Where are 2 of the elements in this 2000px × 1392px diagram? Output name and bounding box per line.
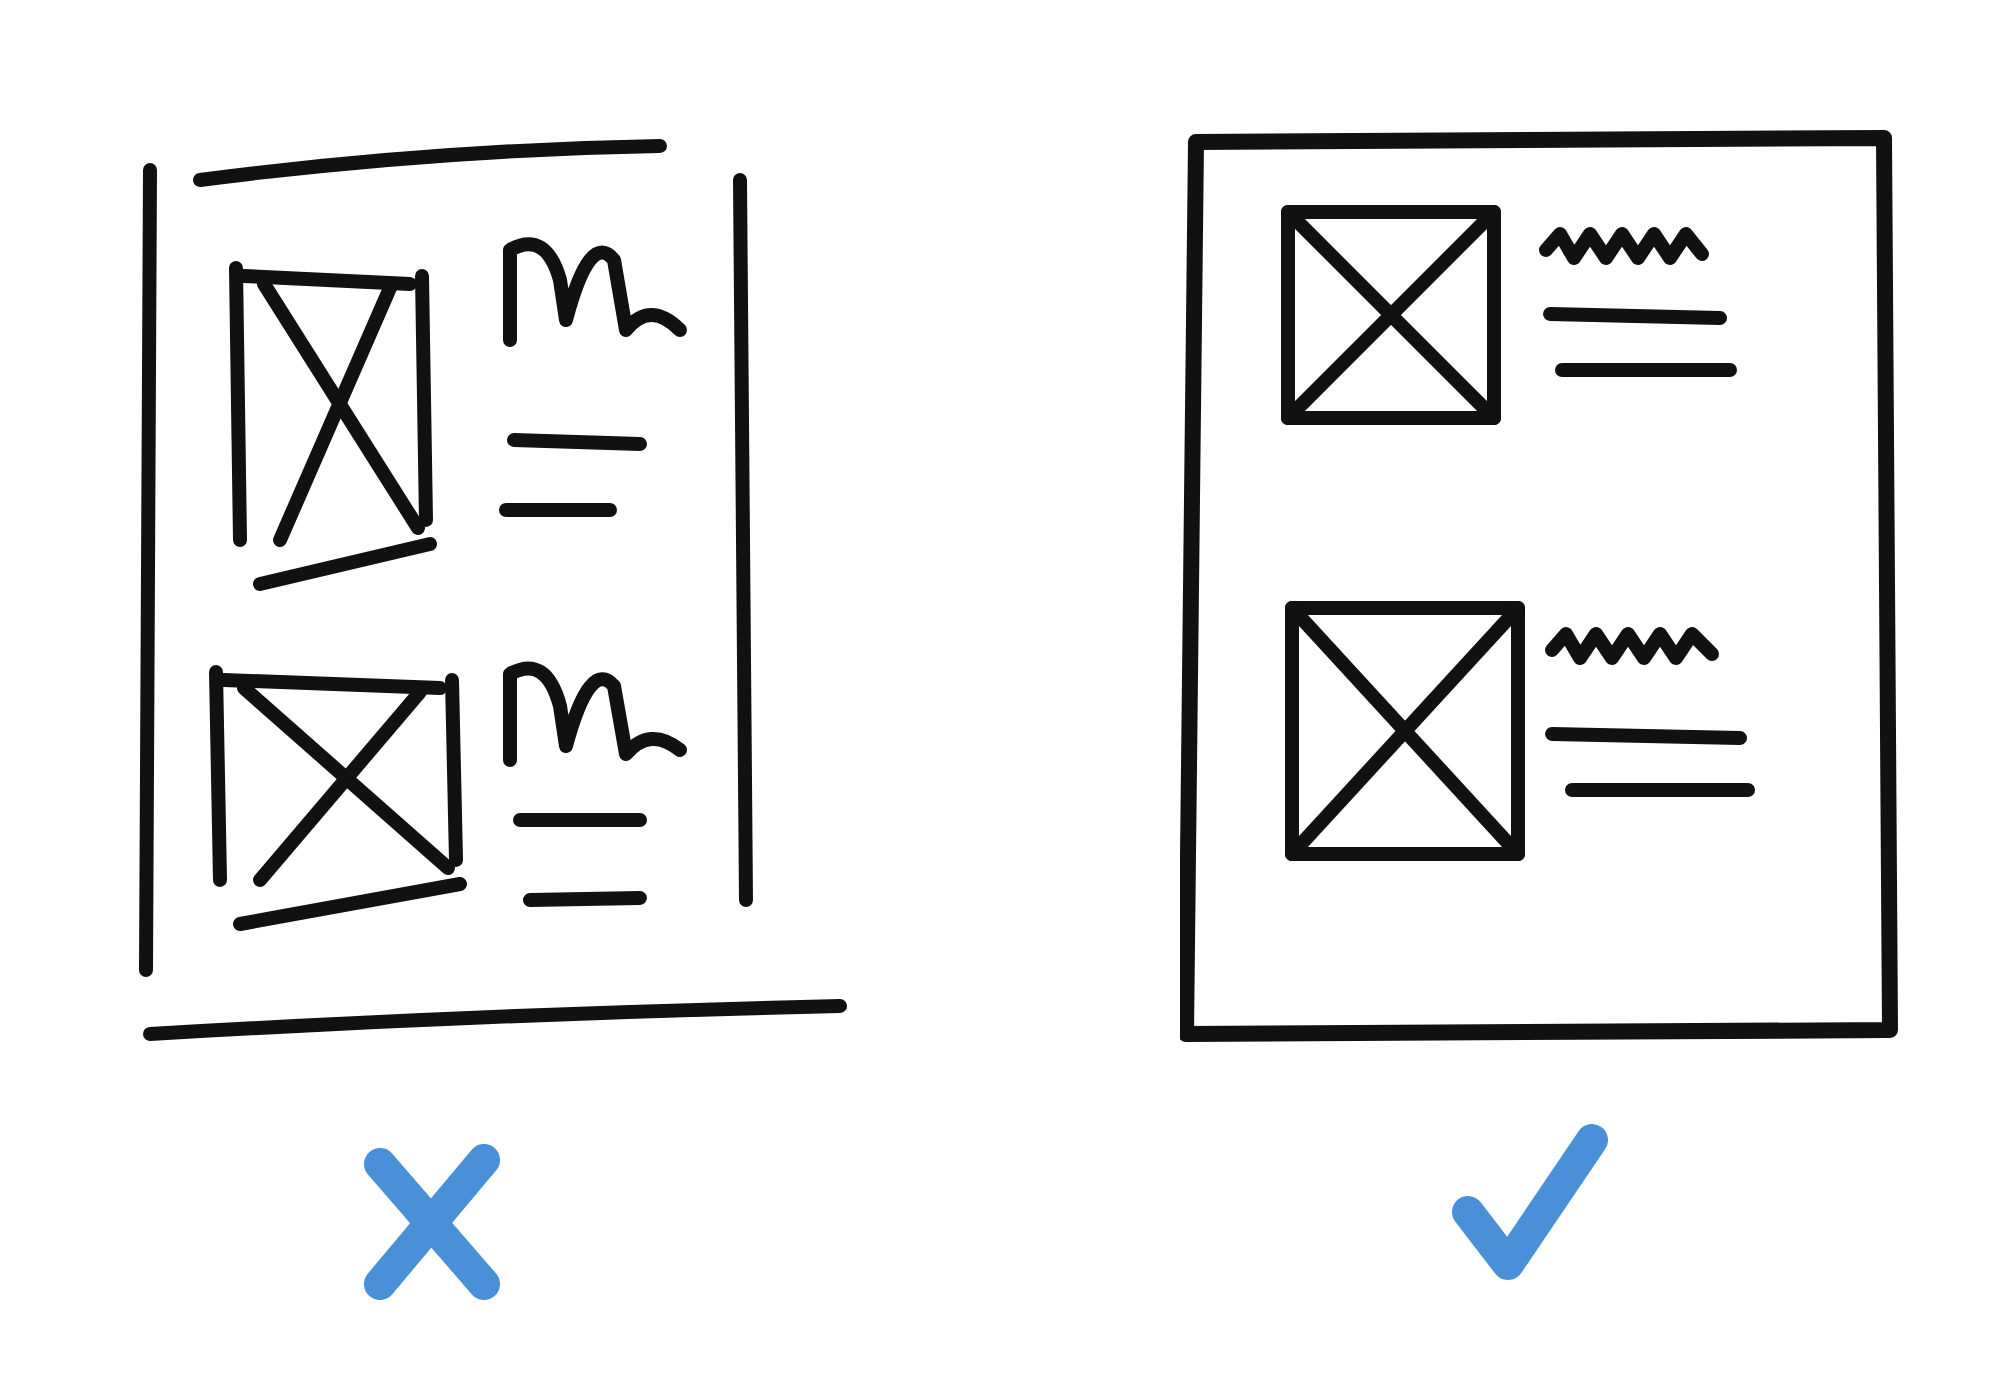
image-placeholder — [1276, 200, 1506, 430]
image-placeholder — [1280, 596, 1530, 866]
